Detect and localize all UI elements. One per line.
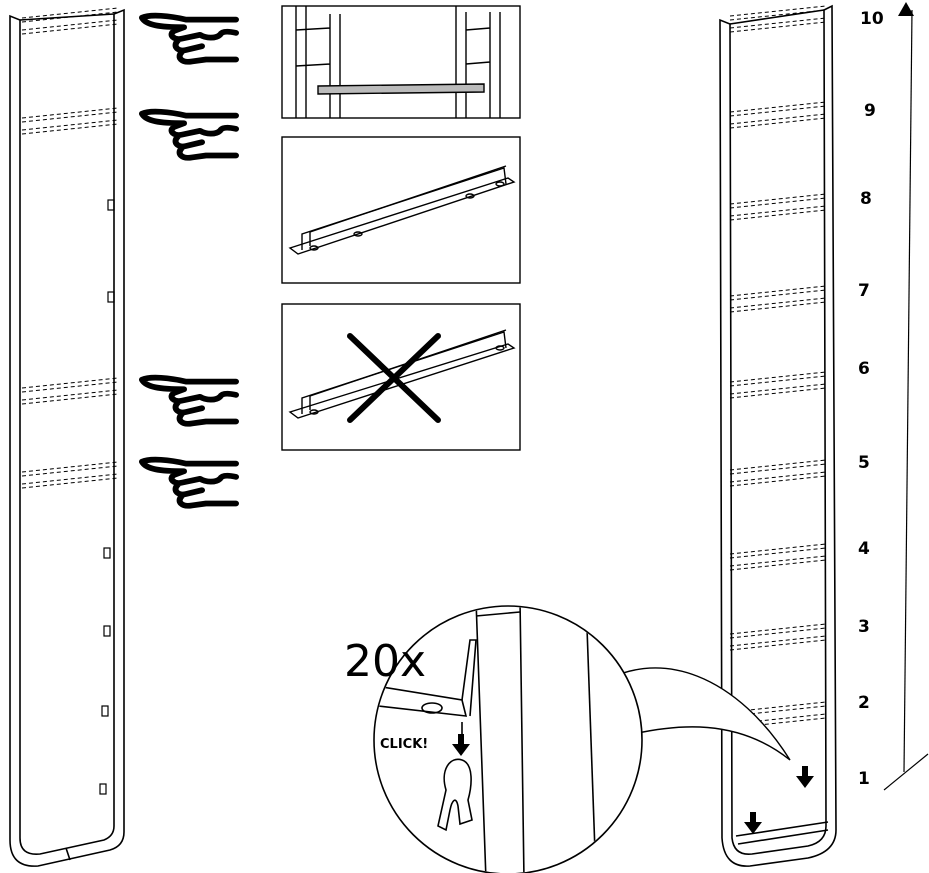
down-arrow-icon: [452, 734, 470, 756]
left-frame: [9, 8, 125, 867]
shelf-number-1: 1: [858, 769, 870, 789]
quantity-label: 20x: [344, 636, 426, 687]
down-arrow-icon: [744, 766, 814, 834]
pointing-hand-icon: [142, 460, 236, 506]
right-frame-rungs: [729, 5, 827, 729]
shelf-number-4: 4: [858, 539, 870, 559]
shelf-number-2: 2: [858, 693, 870, 713]
shelf-number-6: 6: [858, 359, 870, 379]
shelf-number-5: 5: [858, 453, 870, 473]
pointing-hand-icon: [142, 16, 236, 62]
pointing-hand-icon: [142, 378, 236, 424]
shelf-number-3: 3: [858, 617, 870, 637]
detail-wrong-bracket: [281, 303, 521, 451]
left-frame-clips: [99, 199, 115, 795]
cross-mark-icon: [347, 333, 441, 423]
pointing-hand-icon: [142, 112, 236, 158]
shelf-number-7: 7: [858, 281, 870, 301]
height-scale: [883, 9, 929, 791]
shelf-number-10: 10: [860, 9, 884, 29]
detail-correct-bracket: [281, 136, 521, 284]
magnified-detail: CLICK!: [373, 605, 643, 873]
callout-pointer: [589, 667, 791, 761]
click-label: CLICK!: [380, 737, 428, 752]
up-arrow-icon: [898, 2, 914, 16]
shelf-number-9: 9: [864, 101, 876, 121]
left-frame-rungs: [21, 7, 119, 489]
shelf-number-8: 8: [860, 189, 872, 209]
right-frame: [719, 4, 837, 867]
detail-installed-bar: [281, 5, 521, 119]
